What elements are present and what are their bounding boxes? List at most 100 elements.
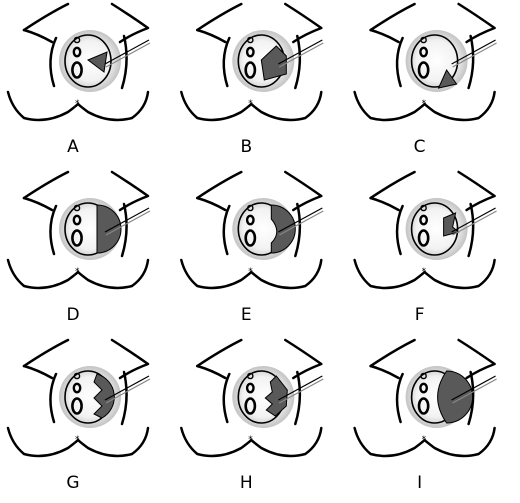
panel-e: *E (180, 170, 324, 325)
right-thigh-upper-line (457, 338, 496, 380)
instrument-shaft-shadow (105, 210, 151, 236)
instrument-shaft (278, 375, 323, 401)
panel-grid: *A*B*C*D*E*F*G*H*I (6, 2, 497, 493)
left-inner-thigh-line (369, 28, 400, 44)
left-inner-thigh-line (369, 364, 400, 380)
right-labia-arc (120, 370, 128, 426)
vaginal-orifice-mark (417, 229, 430, 247)
left-inner-thigh-line (22, 196, 54, 212)
anus-mark: * (422, 435, 427, 445)
instrument-shaft (104, 375, 150, 401)
left-labia-arc (395, 36, 404, 88)
shaded-flap (87, 51, 108, 73)
instrument-shaft (451, 39, 496, 65)
right-thigh-upper-line (284, 338, 323, 380)
urethra-mark (419, 382, 429, 394)
instrument-shaft-shadow (105, 42, 151, 68)
urethra-mark (245, 46, 255, 58)
instrument-shaft-shadow (452, 42, 497, 68)
left-thigh-upper-line (196, 2, 243, 32)
urethra-mark (72, 46, 82, 58)
left-thigh-upper-line (196, 170, 243, 200)
buttocks-line (180, 258, 323, 290)
left-labia-arc (395, 204, 404, 256)
buttocks-line (353, 258, 496, 290)
panel-f: *F (353, 170, 497, 325)
instrument-shaft-shadow (452, 378, 497, 404)
urethra-mark (72, 382, 82, 394)
left-labia-arc (222, 204, 231, 256)
panel-c: *C (353, 2, 497, 157)
right-thigh-upper-line (110, 338, 150, 380)
instrument-shaft-shadow (279, 210, 324, 236)
urethra-mark (419, 214, 429, 226)
vaginal-orifice-mark (71, 229, 83, 247)
left-inner-thigh-line (196, 364, 227, 380)
instrument-shaft (104, 39, 150, 65)
left-labia-arc (49, 372, 58, 424)
left-inner-thigh-line (196, 28, 227, 44)
vaginal-orifice-mark (244, 61, 257, 79)
left-inner-thigh-line (22, 28, 54, 44)
panel-label-c: C (414, 137, 426, 157)
buttocks-line (6, 90, 150, 122)
vaginal-orifice-mark (71, 61, 83, 79)
clitoris-mark (73, 36, 81, 44)
left-thigh-upper-line (22, 338, 70, 368)
vaginal-orifice-mark (244, 229, 257, 247)
clitoris-mark (420, 36, 427, 44)
right-labia-arc (294, 370, 302, 426)
left-thigh-upper-line (196, 338, 243, 368)
clitoris-mark (73, 372, 81, 380)
buttocks-line (180, 426, 323, 458)
right-labia-arc (294, 34, 302, 90)
left-thigh-upper-line (22, 170, 70, 200)
anus-mark: * (422, 99, 427, 109)
clitoris-mark (247, 36, 254, 44)
right-labia-arc (467, 370, 475, 426)
panel-label-a: A (67, 137, 79, 157)
instrument-shaft-shadow (105, 378, 151, 404)
urethra-mark (419, 46, 429, 58)
right-labia-arc (467, 202, 475, 258)
instrument-shaft-shadow (279, 42, 324, 68)
vaginal-orifice-mark (417, 397, 430, 415)
panel-b: *B (180, 2, 324, 157)
anus-mark: * (422, 267, 427, 277)
panel-g: *G (6, 338, 151, 493)
instrument-shaft-shadow (452, 210, 497, 236)
panel-a: *A (6, 2, 151, 157)
buttocks-line (6, 426, 150, 458)
panel-label-h: H (240, 473, 253, 493)
buttocks-line (353, 426, 496, 458)
panel-label-f: F (415, 305, 425, 325)
shaded-flap (437, 370, 474, 424)
buttocks-line (6, 258, 150, 290)
right-thigh-upper-line (110, 170, 150, 212)
instrument-shaft (278, 207, 323, 233)
anus-mark: * (75, 267, 80, 277)
anus-mark: * (248, 267, 253, 277)
instrument-shaft (451, 375, 496, 401)
left-labia-arc (222, 372, 231, 424)
urethra-mark (72, 214, 82, 226)
instrument-shaft (104, 207, 150, 233)
anus-mark: * (75, 435, 80, 445)
right-thigh-upper-line (284, 2, 323, 44)
instrument-shaft-shadow (279, 378, 324, 404)
panel-d: *D (6, 170, 151, 325)
vaginal-orifice-mark (71, 397, 83, 415)
left-thigh-upper-line (369, 170, 416, 200)
urethra-mark (245, 382, 255, 394)
panel-label-b: B (240, 137, 252, 157)
instrument-shaft (278, 39, 323, 65)
shaded-flap (260, 45, 287, 81)
anus-mark: * (248, 435, 253, 445)
right-labia-arc (294, 202, 302, 258)
left-labia-arc (49, 204, 58, 256)
clitoris-mark (247, 372, 254, 380)
shaded-flap (96, 204, 122, 254)
shaded-flap (93, 373, 115, 419)
left-labia-arc (222, 36, 231, 88)
